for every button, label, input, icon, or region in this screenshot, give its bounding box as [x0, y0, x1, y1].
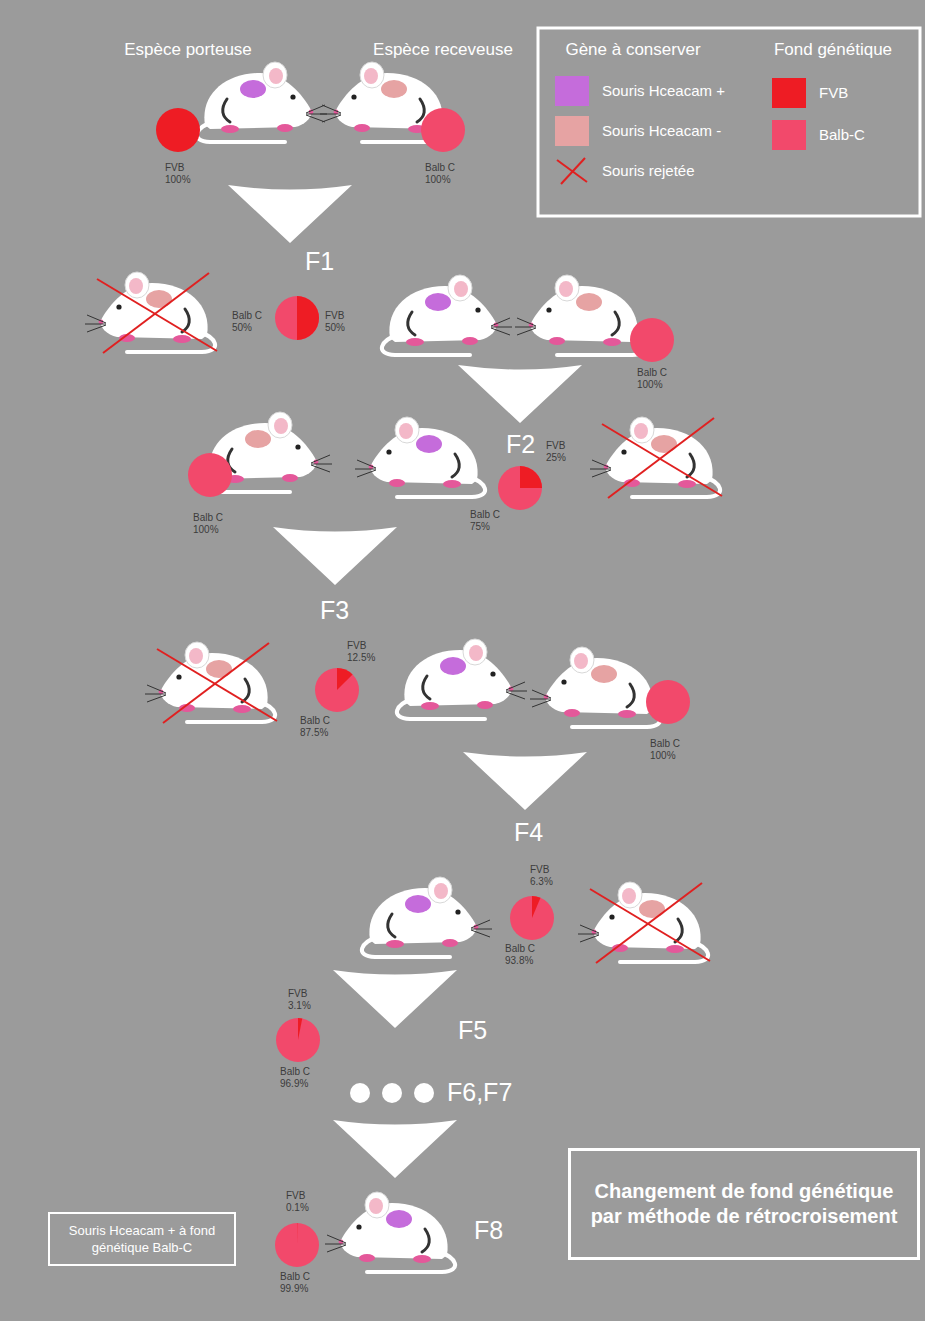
generation-arrow	[333, 1120, 457, 1178]
ellipsis-dot	[350, 1083, 370, 1103]
generation-label: F6,F7	[447, 1078, 512, 1106]
legend-frame	[538, 28, 920, 216]
genome-pie	[646, 680, 690, 724]
legend-heading: Fond génétique	[774, 40, 892, 60]
mouse-figure	[325, 1192, 455, 1272]
legend-swatch	[772, 120, 806, 150]
percentage-label: Balb C 93.8%	[505, 943, 543, 966]
genome-pie	[276, 1018, 320, 1062]
legend-text: Souris rejetée	[602, 162, 695, 180]
mouse-figure	[530, 647, 660, 727]
generation-label: F5	[458, 1016, 487, 1044]
rejection-cross-sample	[555, 156, 589, 186]
rejected-mouse	[85, 272, 217, 353]
rejected-mouse	[578, 882, 710, 963]
mouse-figure	[397, 639, 527, 719]
percentage-label: Balb C 100%	[637, 367, 675, 390]
caption-text: Souris Hceacam + à fond génétique Balb-C	[60, 1222, 224, 1256]
title-box: Changement de fond génétique par méthode…	[568, 1148, 920, 1260]
genome-pie	[275, 296, 319, 340]
percentage-label: FVB 12.5%	[347, 640, 385, 663]
percentage-label: FVB 100%	[165, 162, 203, 185]
rejected-mouse	[145, 642, 277, 723]
percentage-label: FVB 6.3%	[530, 864, 568, 887]
percentage-label: Balb C 100%	[193, 512, 231, 535]
column-heading: Espèce porteuse	[124, 40, 252, 60]
percentage-label: Balb C 96.9%	[280, 1066, 318, 1089]
percentage-label: Balb C 87.5%	[300, 715, 338, 738]
legend-text: Souris Hceacam -	[602, 122, 721, 140]
mouse-figure	[382, 275, 512, 355]
mouse-figure	[355, 417, 485, 497]
generation-arrow	[228, 185, 352, 243]
percentage-label: Balb C 100%	[650, 738, 688, 761]
mouse-figure	[515, 275, 645, 355]
legend-heading: Gène à conserver	[565, 40, 700, 60]
genome-pie	[156, 108, 200, 152]
generation-label: F2	[506, 430, 535, 458]
genome-pie	[421, 108, 465, 152]
generation-arrow	[463, 752, 587, 810]
legend-swatch	[555, 116, 589, 146]
generation-arrow	[333, 970, 457, 1028]
ellipsis-dot	[414, 1083, 434, 1103]
genome-pie	[275, 1223, 319, 1267]
mouse-figure	[197, 62, 327, 142]
rejected-mouse	[590, 417, 722, 498]
title-text: Changement de fond génétique par méthode…	[587, 1179, 901, 1229]
percentage-label: Balb C 100%	[425, 162, 463, 185]
legend-text: FVB	[819, 84, 848, 102]
generation-label: F1	[305, 247, 334, 275]
legend-swatch	[555, 76, 589, 106]
ellipsis-dot	[382, 1083, 402, 1103]
genome-pie	[510, 896, 554, 940]
genome-pie	[315, 668, 359, 712]
caption-box: Souris Hceacam + à fond génétique Balb-C	[48, 1212, 236, 1266]
mouse-figure	[362, 877, 492, 957]
percentage-label: FVB 50%	[325, 310, 363, 333]
legend-swatch	[772, 78, 806, 108]
generation-label: F3	[320, 596, 349, 624]
generation-label: F8	[474, 1216, 503, 1244]
genome-pie	[498, 466, 542, 510]
percentage-label: FVB 25%	[546, 440, 584, 463]
generation-arrow	[273, 527, 397, 585]
percentage-label: Balb C 99.9%	[280, 1271, 318, 1294]
genome-pie	[630, 318, 674, 362]
percentage-label: FVB 3.1%	[288, 988, 326, 1011]
generation-arrow	[458, 365, 582, 423]
legend-swatch	[555, 156, 589, 186]
column-heading: Espèce receveuse	[373, 40, 513, 60]
legend-text: Souris Hceacam +	[602, 82, 725, 100]
genome-pie	[188, 453, 232, 497]
percentage-label: Balb C 75%	[470, 509, 508, 532]
legend-text: Balb-C	[819, 126, 865, 144]
generation-label: F4	[514, 818, 543, 846]
percentage-label: Balb C 50%	[232, 310, 270, 333]
percentage-label: FVB 0.1%	[286, 1190, 324, 1213]
